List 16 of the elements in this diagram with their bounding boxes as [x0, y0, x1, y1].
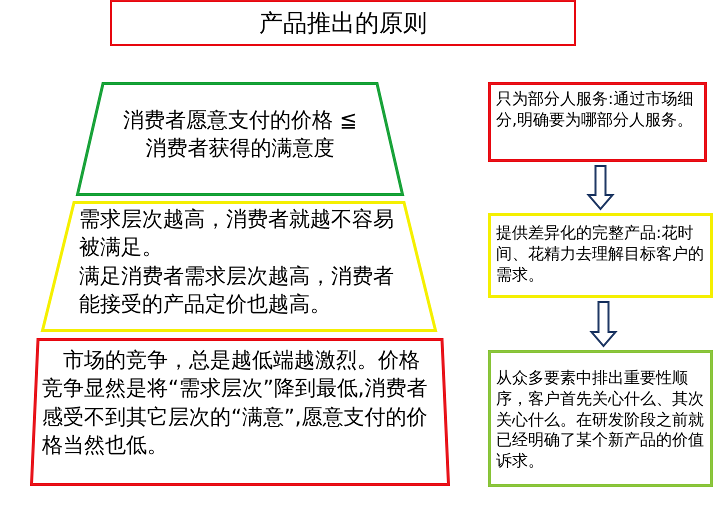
box-text: 满足消费者需求层次越高，消费者能接受的产品定价也越高。 — [79, 262, 395, 318]
text-box — [488, 350, 713, 487]
trapezoid-box — [30, 338, 450, 486]
hollow-arrow — [586, 165, 615, 211]
text-box — [488, 213, 713, 298]
box-text: 只为部分人服务:通过市场细分,明确要为哪部分人服务。 — [496, 89, 694, 131]
hollow-arrow — [589, 301, 618, 348]
box-text: 提供差异化的完整产品:花时间、花精力去理解目标客户的需求。 — [496, 223, 705, 286]
box-text: 市场的竞争，总是越低端越激烈。价格竞争显然是将“需求层次”降到最低,消费者感受不到其它层次的“满意”,愿意支付的价格当然也低。 — [42, 347, 428, 460]
trapezoid-box — [76, 82, 404, 196]
box-text: 从众多要素中排出重要性顺序，客户首先关心什么、其次关心什么。在研发阶段之前就已经明确了某个新产品的价值诉求。 — [496, 368, 705, 472]
box-text: 需求层次越高，消费者就越不容易被满足。 — [79, 206, 395, 262]
box-text: 消费者愿意支付的价格 ≦ 消费者获得的满意度 — [122, 107, 358, 162]
text-box — [488, 82, 707, 162]
trapezoid-box — [41, 201, 437, 332]
title-box: 产品推出的原则 — [110, 0, 576, 46]
